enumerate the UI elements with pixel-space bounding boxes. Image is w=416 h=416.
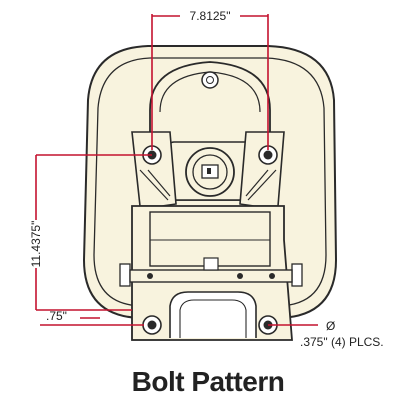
top-tab-hole <box>201 71 219 89</box>
dimension-edge-offset-label: .75" <box>46 309 67 323</box>
slide-rail-frame <box>119 205 303 341</box>
diagram-caption: Bolt Pattern <box>131 366 285 397</box>
left-bracket <box>131 131 177 207</box>
dimension-edge-offset <box>40 317 144 326</box>
base-cutout <box>169 291 257 338</box>
dimension-hole-size-label: .375" (4) PLCS. <box>300 335 384 349</box>
dimension-width-label: 7.8125" <box>190 9 231 23</box>
diameter-symbol: Ø <box>326 319 335 333</box>
bolt-hole-top-right <box>258 145 278 165</box>
rail-release-latch <box>203 257 219 271</box>
right-bracket <box>239 131 285 207</box>
right-rail-stop <box>291 263 303 287</box>
bolt-hole-bottom-left <box>142 315 162 335</box>
left-rail-stop <box>119 263 131 287</box>
dimension-height-left <box>35 154 152 311</box>
bolt-hole-top-left <box>142 145 162 165</box>
dimension-width-top <box>151 14 269 150</box>
dimension-height-label: 11.4375" <box>29 221 43 268</box>
center-mechanism <box>167 141 253 201</box>
